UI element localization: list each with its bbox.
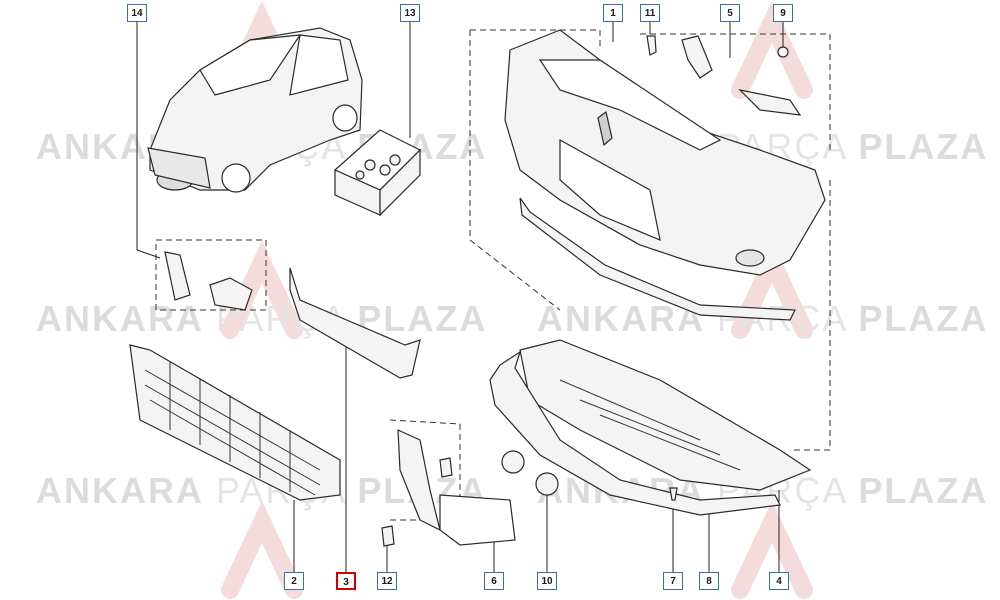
bracket-5 bbox=[681, 35, 713, 79]
vehicle-illustration bbox=[147, 27, 363, 193]
assembly-frame bbox=[790, 180, 831, 451]
callout-14[interactable]: 14 bbox=[127, 4, 147, 22]
screw-7 bbox=[669, 487, 678, 501]
fog-lamp bbox=[535, 472, 559, 496]
bracket-support bbox=[738, 89, 802, 116]
front-bumper bbox=[504, 29, 826, 276]
assembly-frame bbox=[469, 30, 561, 311]
bumper-lip-strip bbox=[519, 197, 796, 321]
part-bracket bbox=[164, 251, 191, 301]
watermark-logo-mark bbox=[221, 500, 303, 599]
callout-10[interactable]: 10 bbox=[537, 572, 557, 590]
callout-2[interactable]: 2 bbox=[284, 572, 304, 590]
fog-lamp-surround bbox=[397, 429, 516, 546]
callout-5[interactable]: 5 bbox=[720, 4, 740, 22]
callout-13[interactable]: 13 bbox=[400, 4, 420, 22]
assembly-frame bbox=[640, 33, 831, 150]
upper-grille-strip bbox=[289, 267, 421, 379]
lower-grille bbox=[129, 344, 341, 501]
kit-frame-14 bbox=[155, 239, 267, 311]
screw-9 bbox=[777, 46, 789, 58]
clip-11 bbox=[646, 35, 657, 56]
callout-4[interactable]: 4 bbox=[769, 572, 789, 590]
watermark-logo-mark bbox=[731, 500, 813, 599]
callout-9[interactable]: 9 bbox=[773, 4, 793, 22]
fog-lamp bbox=[501, 450, 525, 474]
callout-3-selected[interactable]: 3 bbox=[336, 572, 356, 590]
callout-8[interactable]: 8 bbox=[699, 572, 719, 590]
callout-11[interactable]: 11 bbox=[640, 4, 660, 22]
watermark-logo-mark bbox=[731, 0, 813, 99]
clip-kit-box bbox=[333, 129, 422, 217]
callout-7[interactable]: 7 bbox=[663, 572, 683, 590]
part-cover bbox=[209, 277, 253, 311]
assembly-frame bbox=[470, 29, 601, 50]
watermark-text: ANKARA PARÇA PLAZA bbox=[537, 298, 989, 339]
lower-spoiler bbox=[489, 350, 781, 516]
clip-12 bbox=[381, 525, 395, 547]
callout-12[interactable]: 12 bbox=[377, 572, 397, 590]
callout-1[interactable]: 1 bbox=[603, 4, 623, 22]
engine-undertray bbox=[519, 339, 812, 491]
callout-6[interactable]: 6 bbox=[484, 572, 504, 590]
